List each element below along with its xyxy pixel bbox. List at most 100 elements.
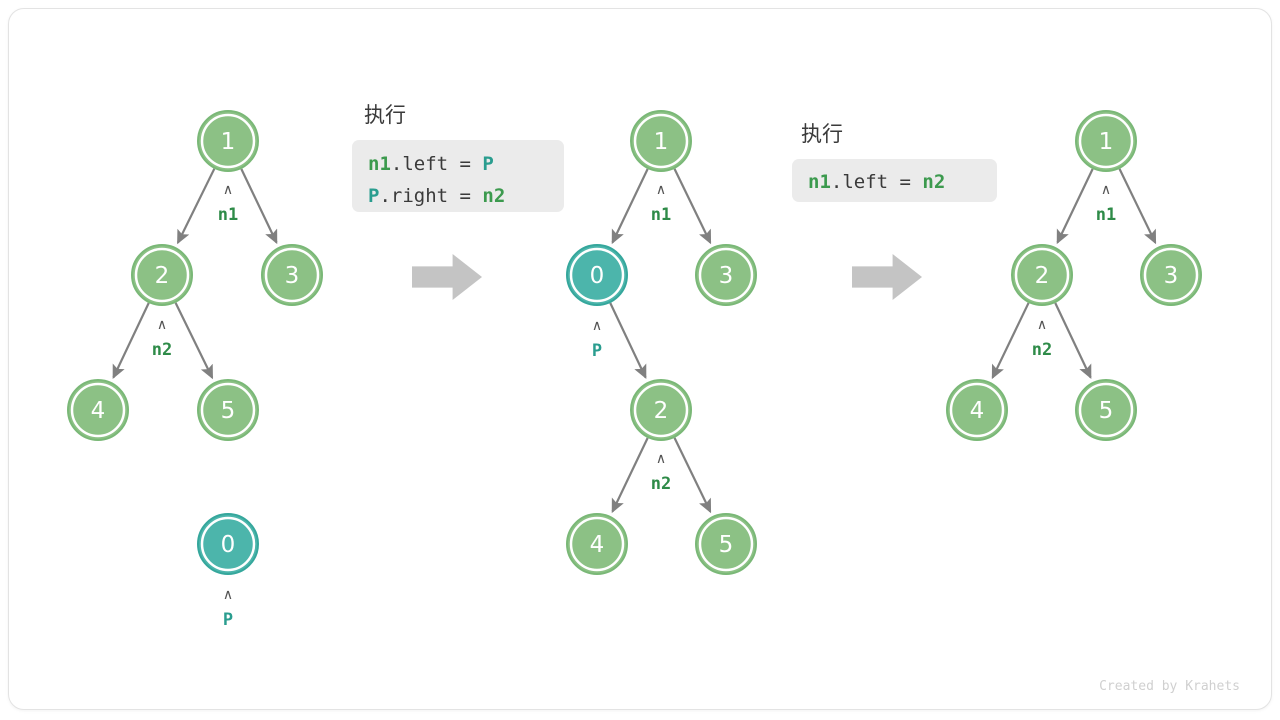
- node-inner-ring: [633, 113, 689, 169]
- node-value: 2: [155, 263, 170, 289]
- code-token: n1: [808, 171, 831, 193]
- tree-node[interactable]: 4: [946, 379, 1008, 441]
- transitions-layer: [412, 254, 922, 300]
- node-circle: [1075, 110, 1137, 172]
- node-value: 1: [221, 129, 236, 155]
- tree-node[interactable]: 1: [1075, 110, 1137, 172]
- node-circle: [261, 244, 323, 306]
- edges-layer: [112, 168, 1157, 514]
- tree-node[interactable]: 5: [1075, 379, 1137, 441]
- node-inner-ring: [200, 382, 256, 438]
- node-circle: [197, 379, 259, 441]
- pointer-caret-icon: ∧: [1037, 317, 1047, 333]
- code-token: .right: [379, 185, 448, 207]
- transition-arrow-1: [412, 254, 482, 300]
- nodes-layer: 1 2 3 4 5 0 1 0 3 2 4 5 1 2 3 4 5: [67, 110, 1202, 575]
- node-inner-ring: [569, 247, 625, 303]
- node-inner-ring: [1143, 247, 1199, 303]
- node-inner-ring: [1014, 247, 1070, 303]
- tree-node[interactable]: 2: [131, 244, 193, 306]
- node-inner-ring: [1078, 113, 1134, 169]
- reference-label: n1: [651, 205, 671, 225]
- pointer-caret-icon: ∧: [223, 587, 233, 603]
- tree-node[interactable]: 5: [695, 513, 757, 575]
- tree-node[interactable]: 3: [1140, 244, 1202, 306]
- labels-layer: ∧n1∧n2∧P∧n1∧P∧n2∧n1∧n2: [152, 182, 1116, 630]
- reference-label: n2: [152, 340, 172, 360]
- node-inner-ring: [1078, 382, 1134, 438]
- code-block: [352, 140, 564, 212]
- node-inner-ring: [698, 516, 754, 572]
- tree-node[interactable]: 3: [261, 244, 323, 306]
- tree-edge: [240, 168, 278, 245]
- node-circle: [630, 379, 692, 441]
- tree-node[interactable]: 0: [566, 244, 628, 306]
- node-value: 3: [1164, 263, 1179, 289]
- code-token: n1: [368, 153, 391, 175]
- node-circle: [1075, 379, 1137, 441]
- tree-edge: [673, 437, 712, 514]
- tree-node[interactable]: 1: [197, 110, 259, 172]
- tree-edge: [609, 302, 647, 380]
- reference-label: P: [592, 341, 602, 361]
- exec-label: 执行: [364, 103, 406, 127]
- pointer-caret-icon: ∧: [157, 317, 167, 333]
- node-inner-ring: [134, 247, 190, 303]
- code-token: .left: [391, 153, 448, 175]
- reference-label: n1: [1096, 205, 1116, 225]
- tree-node[interactable]: 4: [67, 379, 129, 441]
- node-circle: [566, 244, 628, 306]
- node-value: 5: [1099, 398, 1114, 424]
- tree-node[interactable]: 5: [197, 379, 259, 441]
- tree-node[interactable]: 3: [695, 244, 757, 306]
- pointer-caret-icon: ∧: [223, 182, 233, 198]
- node-inner-ring: [569, 516, 625, 572]
- reference-label: n1: [218, 205, 238, 225]
- code-token: P: [368, 185, 379, 207]
- node-value: 2: [654, 398, 669, 424]
- exec-label: 执行: [801, 122, 843, 146]
- code-token: n2: [482, 185, 505, 207]
- code-line: P.right = n2: [368, 185, 505, 207]
- node-circle: [131, 244, 193, 306]
- tree-edge: [1056, 168, 1094, 245]
- tree-node[interactable]: 2: [1011, 244, 1073, 306]
- node-value: 1: [1099, 129, 1114, 155]
- node-value: 0: [590, 263, 605, 289]
- tree-edge: [1054, 302, 1092, 380]
- node-circle: [1011, 244, 1073, 306]
- node-value: 4: [590, 532, 605, 558]
- node-circle: [695, 244, 757, 306]
- tree-edge: [991, 302, 1030, 380]
- code-token: n2: [922, 171, 945, 193]
- pointer-caret-icon: ∧: [656, 182, 666, 198]
- tree-node[interactable]: 4: [566, 513, 628, 575]
- reference-label: n2: [1032, 340, 1052, 360]
- node-inner-ring: [633, 382, 689, 438]
- node-inner-ring: [70, 382, 126, 438]
- node-value: 5: [719, 532, 734, 558]
- pointer-caret-icon: ∧: [656, 451, 666, 467]
- node-inner-ring: [200, 516, 256, 572]
- tree-edge: [1118, 168, 1157, 245]
- node-value: 3: [719, 263, 734, 289]
- node-value: 5: [221, 398, 236, 424]
- node-value: 3: [285, 263, 300, 289]
- node-circle: [1140, 244, 1202, 306]
- node-circle: [946, 379, 1008, 441]
- tree-edge: [112, 302, 150, 380]
- node-circle: [566, 513, 628, 575]
- node-value: 0: [221, 532, 236, 558]
- tree-edge: [176, 168, 216, 245]
- tree-node[interactable]: 0: [197, 513, 259, 575]
- node-circle: [67, 379, 129, 441]
- node-inner-ring: [200, 113, 256, 169]
- tree-edge: [611, 168, 649, 245]
- reference-label: n2: [651, 474, 671, 494]
- tree-node[interactable]: 1: [630, 110, 692, 172]
- node-circle: [695, 513, 757, 575]
- tree-node[interactable]: 2: [630, 379, 692, 441]
- node-circle: [197, 513, 259, 575]
